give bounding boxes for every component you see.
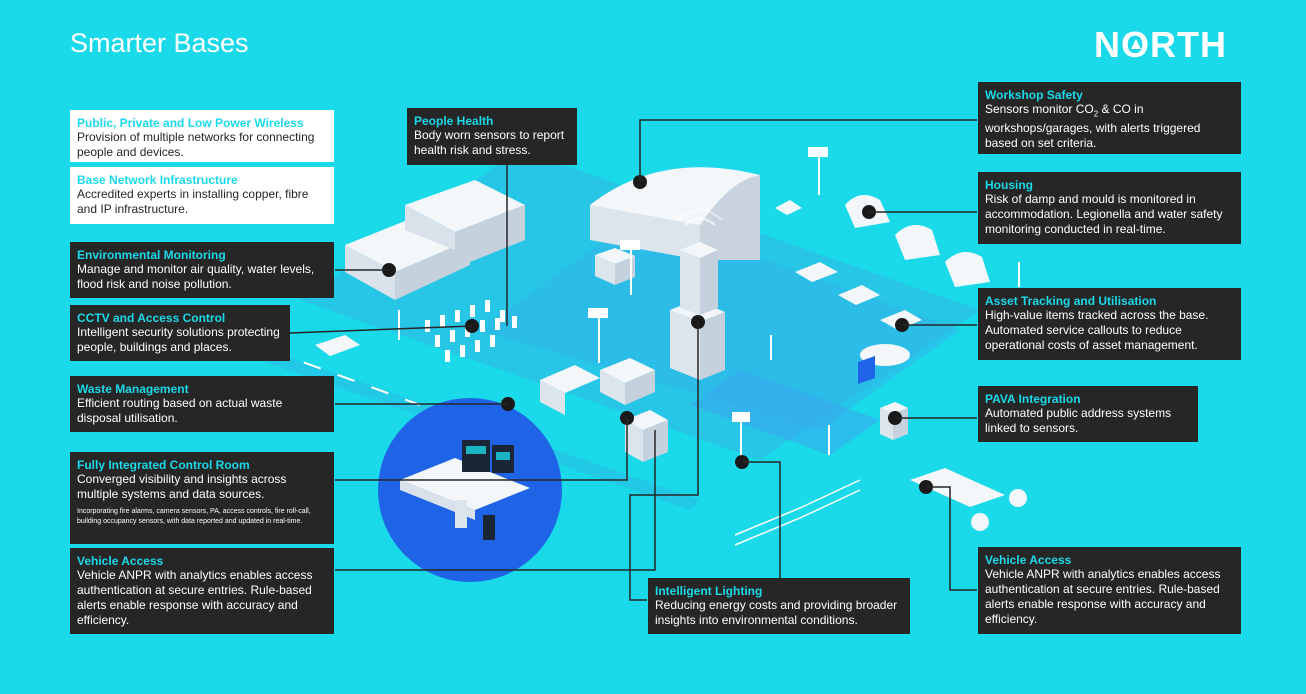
card-heading: Asset Tracking and Utilisation — [985, 294, 1157, 308]
card-body: High-value items tracked across the base… — [985, 308, 1209, 352]
card-pava: PAVA Integration Automated public addres… — [978, 386, 1198, 442]
hangar — [590, 167, 760, 260]
card-body: Reducing energy costs and providing broa… — [655, 598, 898, 627]
page-title: Smarter Bases — [70, 28, 249, 58]
logo-text-start: N — [1094, 24, 1121, 65]
card-vehicle-access-left: Vehicle Access Vehicle ANPR with analyti… — [70, 548, 334, 634]
card-body-pre: Sensors monitor CO — [985, 102, 1094, 116]
road-markings — [269, 349, 421, 406]
card-intelligent-lighting: Intelligent Lighting Reducing energy cos… — [648, 578, 910, 634]
card-housing: Housing Risk of damp and mould is monito… — [978, 172, 1241, 244]
card-body: Sensors monitor CO2 & CO in workshops/ga… — [985, 102, 1234, 151]
road-intersection — [690, 370, 880, 455]
compass-arrow-icon — [1130, 39, 1141, 49]
card-waste: Waste Management Efficient routing based… — [70, 376, 334, 432]
card-heading: Vehicle Access — [77, 554, 164, 568]
card-heading: CCTV and Access Control — [77, 311, 226, 325]
card-heading: Intelligent Lighting — [655, 584, 763, 598]
card-heading: Workshop Safety — [985, 88, 1083, 102]
card-heading: People Health — [414, 114, 494, 128]
card-body: Converged visibility and insights across… — [77, 472, 287, 501]
logo-compass-o: O — [1121, 24, 1150, 66]
card-body: Intelligent security solutions protectin… — [77, 325, 280, 354]
card-body: Accredited experts in installing copper,… — [77, 187, 309, 216]
fuel-tanker — [858, 344, 910, 384]
entry-canopy — [910, 468, 1027, 531]
card-vehicle-access-right: Vehicle Access Vehicle ANPR with analyti… — [978, 547, 1241, 634]
card-body: Vehicle ANPR with analytics enables acce… — [77, 568, 313, 627]
card-workshop-safety: Workshop Safety Sensors monitor CO2 & CO… — [978, 82, 1241, 154]
card-body-subscript: 2 — [1093, 109, 1099, 119]
card-control-room: Fully Integrated Control Room Converged … — [70, 452, 334, 544]
card-heading: Fully Integrated Control Room — [77, 458, 250, 472]
card-note: Incorporating fire alarms, camera sensor… — [77, 508, 311, 525]
card-body-post: & CO in workshops/garages, with alerts t… — [985, 102, 1201, 151]
logo-text-end: RTH — [1150, 24, 1228, 65]
fence — [734, 479, 861, 546]
card-heading: Environmental Monitoring — [77, 248, 226, 262]
card-people-health: People Health Body worn sensors to repor… — [407, 108, 577, 165]
card-heading: Vehicle Access — [985, 553, 1072, 567]
card-body: Provision of multiple networks for conne… — [77, 130, 315, 159]
control-room — [378, 398, 562, 582]
card-heading: Waste Management — [77, 382, 189, 396]
card-body: Automated public address systems linked … — [985, 406, 1172, 435]
card-cctv: CCTV and Access Control Intelligent secu… — [70, 305, 290, 361]
card-body: Efficient routing based on actual waste … — [77, 396, 283, 425]
card-heading: Base Network Infrastructure — [77, 173, 238, 187]
card-body: Body worn sensors to report health risk … — [414, 128, 565, 157]
card-asset-tracking: Asset Tracking and Utilisation High-valu… — [978, 288, 1241, 360]
card-heading: Housing — [985, 178, 1033, 192]
card-environmental: Environmental Monitoring Manage and moni… — [70, 242, 334, 298]
card-wireless: Public, Private and Low Power Wireless P… — [70, 110, 334, 162]
card-network: Base Network Infrastructure Accredited e… — [70, 167, 334, 224]
card-heading: PAVA Integration — [985, 392, 1081, 406]
card-heading: Public, Private and Low Power Wireless — [77, 116, 304, 130]
card-body: Vehicle ANPR with analytics enables acce… — [985, 567, 1221, 626]
card-body: Risk of damp and mould is monitored in a… — [985, 192, 1223, 236]
card-body: Manage and monitor air quality, water le… — [77, 262, 315, 291]
